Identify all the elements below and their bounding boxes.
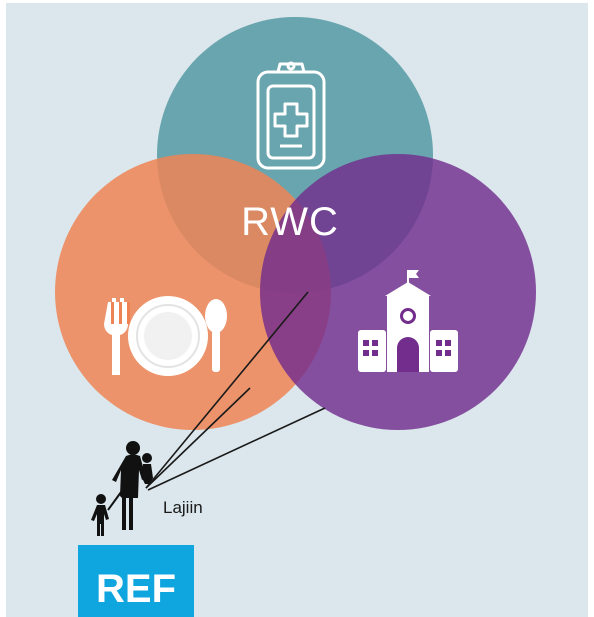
ref-badge: REF (78, 545, 194, 617)
line-to-food (145, 387, 251, 489)
ref-badge-label: REF (96, 567, 176, 611)
line-to-center (145, 291, 309, 489)
school-building-icon (358, 270, 458, 372)
center-label: RWC (241, 200, 339, 244)
plate-fork-knife-spoon-icon (104, 296, 227, 376)
food-circle (55, 154, 331, 430)
line-to-education (147, 407, 326, 491)
mother-child-silhouette (91, 441, 153, 536)
person-label: Lajiin (163, 498, 203, 517)
medical-clipboard-icon (256, 61, 326, 170)
connector-lines (145, 291, 326, 491)
